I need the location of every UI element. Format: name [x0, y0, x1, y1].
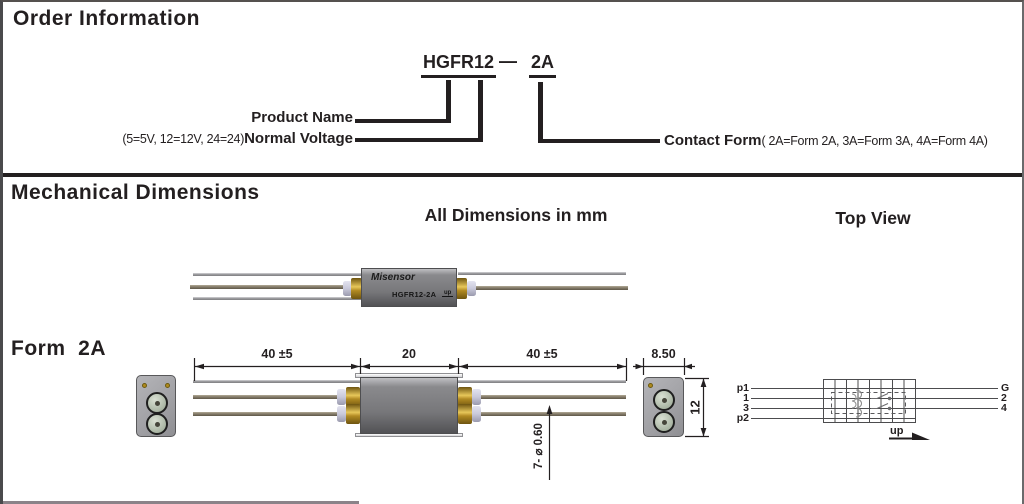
end-view-pin-dot	[165, 383, 170, 388]
relay-lead-wire	[193, 273, 362, 276]
lead-center-dot	[662, 420, 667, 425]
contact-form-options: ( 2A=Form 2A, 3A=Form 3A, 4A=Form 4A)	[761, 134, 988, 148]
schematic-pin-3: 3	[743, 402, 749, 414]
switch-contact-symbol	[871, 393, 892, 411]
relay-lead-wire	[471, 286, 628, 290]
dim-lead-diameter: 7- ⌀ 0.60	[533, 423, 545, 469]
relay-lead-wire	[193, 380, 361, 383]
end-view-pin-dot	[142, 383, 147, 388]
schematic-up-label: up	[890, 425, 904, 437]
order-information-title: Order Information	[13, 7, 201, 30]
relay-end-cap	[337, 406, 346, 422]
relay-gold-collar	[458, 404, 472, 424]
relay-lead-wire	[458, 395, 626, 399]
relay-body-front	[360, 377, 458, 434]
dim-body-width: 8.50	[651, 347, 676, 361]
relay-gold-collar	[351, 278, 362, 299]
relay-lead-wire	[190, 285, 347, 289]
relay-lead-wire	[193, 412, 361, 416]
relay-up-marking: up	[442, 290, 454, 297]
connector-line	[355, 119, 451, 123]
relay-gold-collar	[458, 387, 472, 407]
section-divider	[3, 173, 1022, 177]
relay-gold-collar	[456, 278, 467, 299]
relay-gold-collar	[346, 387, 360, 407]
relay-lead-wire	[193, 297, 362, 300]
dim-body-length: 20	[402, 347, 416, 361]
coil-symbol	[851, 389, 862, 418]
connector-line	[355, 138, 483, 142]
relay-end-cap	[472, 389, 481, 405]
connector-line	[538, 82, 543, 143]
relay-end-cap	[343, 281, 352, 296]
schematic-dashed-outline	[831, 392, 906, 414]
relay-end-cap	[467, 281, 476, 296]
relay-body	[361, 268, 457, 307]
schematic-pin-1: 1	[743, 392, 749, 404]
dimension-lines	[193, 358, 709, 480]
relay-end-cap	[337, 389, 346, 405]
page-edge-strip	[3, 501, 359, 504]
schematic-pin-p2: p2	[736, 412, 749, 424]
product-name-label: Product Name	[251, 109, 353, 126]
lead-center-dot	[155, 422, 160, 427]
dimensions-note: All Dimensions in mm	[424, 205, 608, 225]
part-number-code: HGFR12	[421, 52, 497, 78]
lead-center-dot	[155, 401, 160, 406]
dimension-arrowheads	[195, 363, 707, 437]
schematic-pin-4: 4	[1001, 402, 1007, 414]
schematic-pin-2: 2	[1001, 392, 1007, 404]
end-view-lead-circle	[146, 413, 168, 435]
top-view-label: Top View	[835, 208, 911, 228]
normal-voltage-label: Normal Voltage	[244, 130, 353, 147]
relay-brand-marking: Misensor	[371, 272, 415, 283]
connector-line	[446, 80, 451, 123]
relay-gold-collar	[346, 404, 360, 424]
relay-end-cap	[472, 406, 481, 422]
part-number-dash: —	[499, 51, 517, 71]
dim-lead-right: 40 ±5	[526, 347, 558, 361]
dim-lead-left: 40 ±5	[261, 347, 293, 361]
up-direction-arrow-icon	[912, 432, 930, 440]
relay-model-marking: HGFR12-2A	[392, 290, 437, 299]
schematic-grid-box	[823, 379, 916, 423]
relay-end-view-right	[643, 377, 684, 437]
dimension-and-schematic-linework	[193, 358, 998, 480]
relay-lead-wire	[458, 412, 626, 416]
mechanical-dimensions-title: Mechanical Dimensions	[11, 181, 260, 204]
relay-lead-wire	[193, 395, 361, 399]
lead-center-dot	[662, 398, 667, 403]
contact-form-label: Contact Form	[664, 132, 762, 149]
dim-body-height: 12	[687, 400, 703, 415]
part-number-suffix: 2A	[529, 52, 557, 78]
connector-line	[538, 139, 660, 143]
relay-lead-wire	[458, 272, 626, 275]
end-view-pin-dot	[648, 383, 653, 388]
form-2a-title: Form 2A	[11, 337, 107, 360]
end-view-lead-circle	[653, 411, 675, 433]
schematic-pin-G: G	[1001, 382, 1010, 394]
voltage-options-label: (5=5V, 12=12V, 24=24)	[122, 132, 245, 146]
relay-lead-wire	[458, 380, 626, 383]
relay-end-view-left	[136, 375, 176, 437]
schematic-pin-p1: p1	[736, 382, 749, 394]
connector-line	[478, 80, 483, 142]
end-view-lead-circle	[653, 389, 675, 411]
